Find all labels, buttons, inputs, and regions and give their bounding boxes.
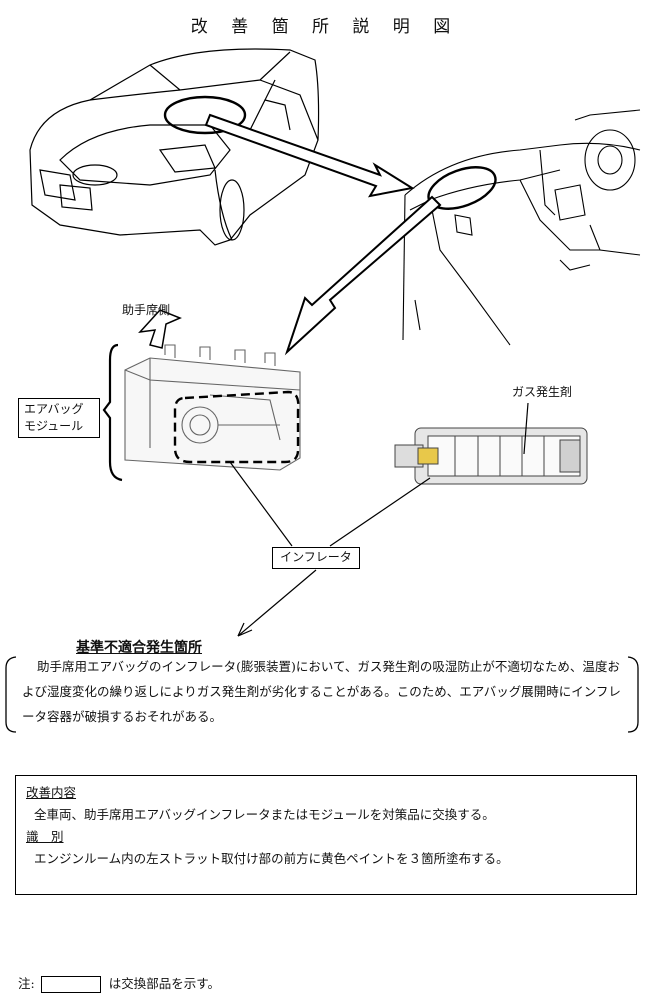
replacement-note: 注: は交換部品を示す。 <box>18 973 220 993</box>
leader-lines <box>229 402 529 637</box>
remedy-heading: 改善内容 <box>26 785 77 800</box>
identification-heading: 識 別 <box>26 829 64 844</box>
callout-circle-car <box>163 95 247 135</box>
note-suffix: は交換部品を示す。 <box>108 976 220 991</box>
passenger-side-arrow <box>138 309 182 349</box>
gas-generant-label: ガス発生剤 <box>512 385 573 399</box>
module-bracket <box>102 343 123 482</box>
identification-text: エンジンルーム内の左ストラット取付け部の前方に黄色ペイントを３箇所塗布する。 <box>34 851 509 866</box>
nonconformity-bracket <box>5 656 639 733</box>
dashboard-drawing <box>402 109 641 346</box>
inflator-dashed-outline <box>173 390 300 464</box>
note-legend-box <box>40 976 101 993</box>
module-label-line1: エアバッグ <box>24 402 84 416</box>
module-label-line2: モジュール <box>24 419 84 433</box>
note-prefix: 注: <box>18 976 35 991</box>
remedy-box: 改善内容 全車両、助手席用エアバッグインフレータまたはモジュールを対策品に交換す… <box>15 775 637 895</box>
page-title: 改 善 箇 所 説 明 図 <box>190 17 460 37</box>
remedy-text: 全車両、助手席用エアバッグインフレータまたはモジュールを対策品に交換する。 <box>34 807 495 822</box>
airbag-module-drawing <box>124 344 301 471</box>
nonconformity-heading: 基準不適合発生箇所 <box>76 640 202 656</box>
inflator-drawing <box>394 427 588 485</box>
arrow-dash-to-module <box>284 195 442 356</box>
arrow-car-to-dash <box>204 113 415 198</box>
inflator-label: インフレータ <box>272 547 360 569</box>
nonconformity-text: 助手席用エアバッグのインフレータ(膨張装置)において、ガス発生剤の吸湿防止が不適… <box>22 659 621 724</box>
car-drawing <box>29 48 320 246</box>
airbag-module-label: エアバッグ モジュール <box>18 398 100 438</box>
passenger-side-label: 助手席側 <box>122 303 171 317</box>
